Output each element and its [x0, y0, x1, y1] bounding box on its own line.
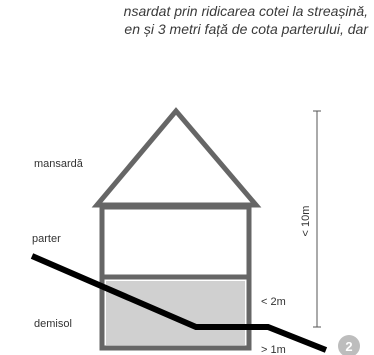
label-attic: mansardă: [34, 158, 84, 170]
dim-basement-below: > 1m: [261, 344, 286, 355]
terrain-line: [30, 253, 328, 353]
figure-number: 2: [345, 339, 352, 354]
dim-basement-above: < 2m: [261, 296, 286, 308]
label-ground: parter: [32, 233, 61, 245]
roof: [91, 107, 262, 208]
basement-area: [106, 281, 245, 345]
intro-line-2: en și 3 metri față de cota parterului, d…: [124, 21, 368, 37]
intro-line-1: nsardat prin ridicarea cotei la streașin…: [123, 3, 368, 19]
figure-badge: [338, 335, 360, 355]
label-basement: demisol: [34, 318, 72, 330]
dim-total-height: < 10m: [300, 206, 312, 237]
